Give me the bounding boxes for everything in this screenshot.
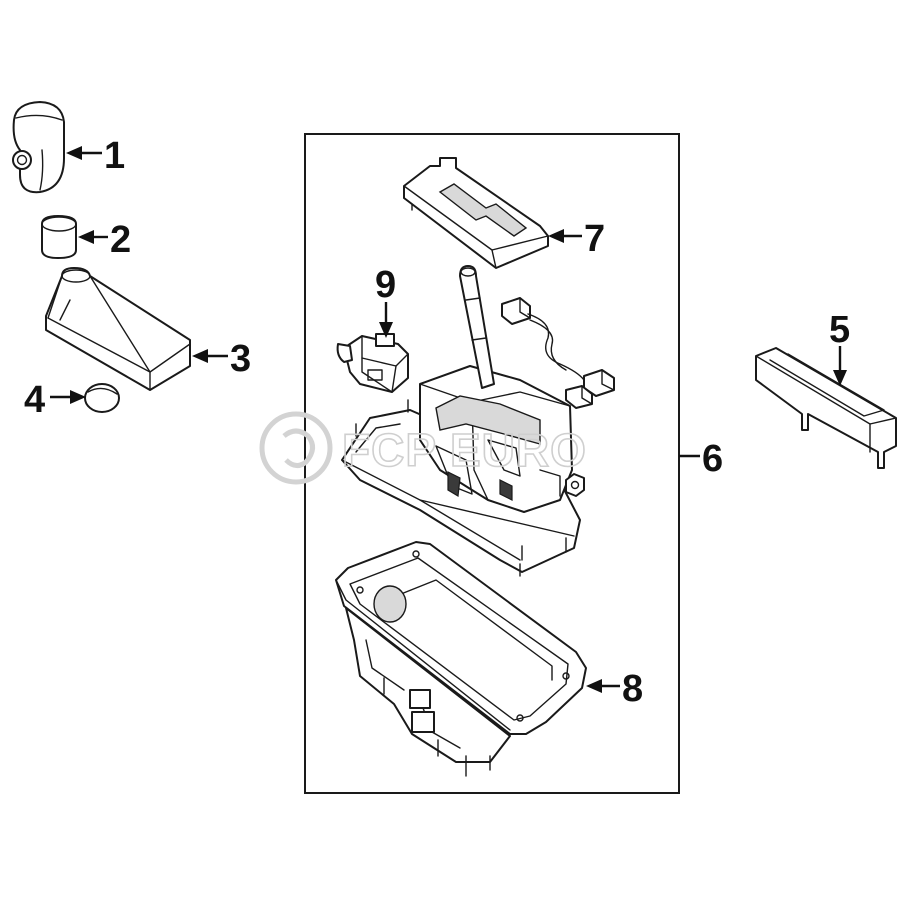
callout-7: 7 xyxy=(584,218,605,260)
part-1-shift-knob[interactable] xyxy=(12,101,65,194)
watermark-text: FCP EURO xyxy=(342,424,587,476)
callout-4: 4 xyxy=(24,379,45,421)
part-5-trim-strip[interactable] xyxy=(755,347,897,469)
callout-5: 5 xyxy=(829,309,850,351)
part-2-knob-insert[interactable] xyxy=(41,215,77,259)
watermark-logo-icon xyxy=(259,411,333,485)
callout-6: 6 xyxy=(702,438,723,480)
callout-3: 3 xyxy=(230,338,251,380)
part-7-indicator-cover[interactable] xyxy=(403,157,549,269)
part-6-shifter-mechanism[interactable] xyxy=(341,265,615,577)
watermark: FCP EURO xyxy=(259,411,587,485)
callout-8: 8 xyxy=(622,668,643,710)
callout-9: 9 xyxy=(375,264,396,306)
part-9-switch[interactable] xyxy=(336,333,409,393)
callout-2: 2 xyxy=(110,219,131,261)
part-3-shift-boot[interactable] xyxy=(45,267,191,391)
part-8-housing[interactable] xyxy=(335,541,587,777)
callouts: 1 2 3 4 5 6 7 8 9 xyxy=(24,135,850,710)
callout-1: 1 xyxy=(104,135,125,177)
part-4-plug[interactable] xyxy=(84,383,120,413)
